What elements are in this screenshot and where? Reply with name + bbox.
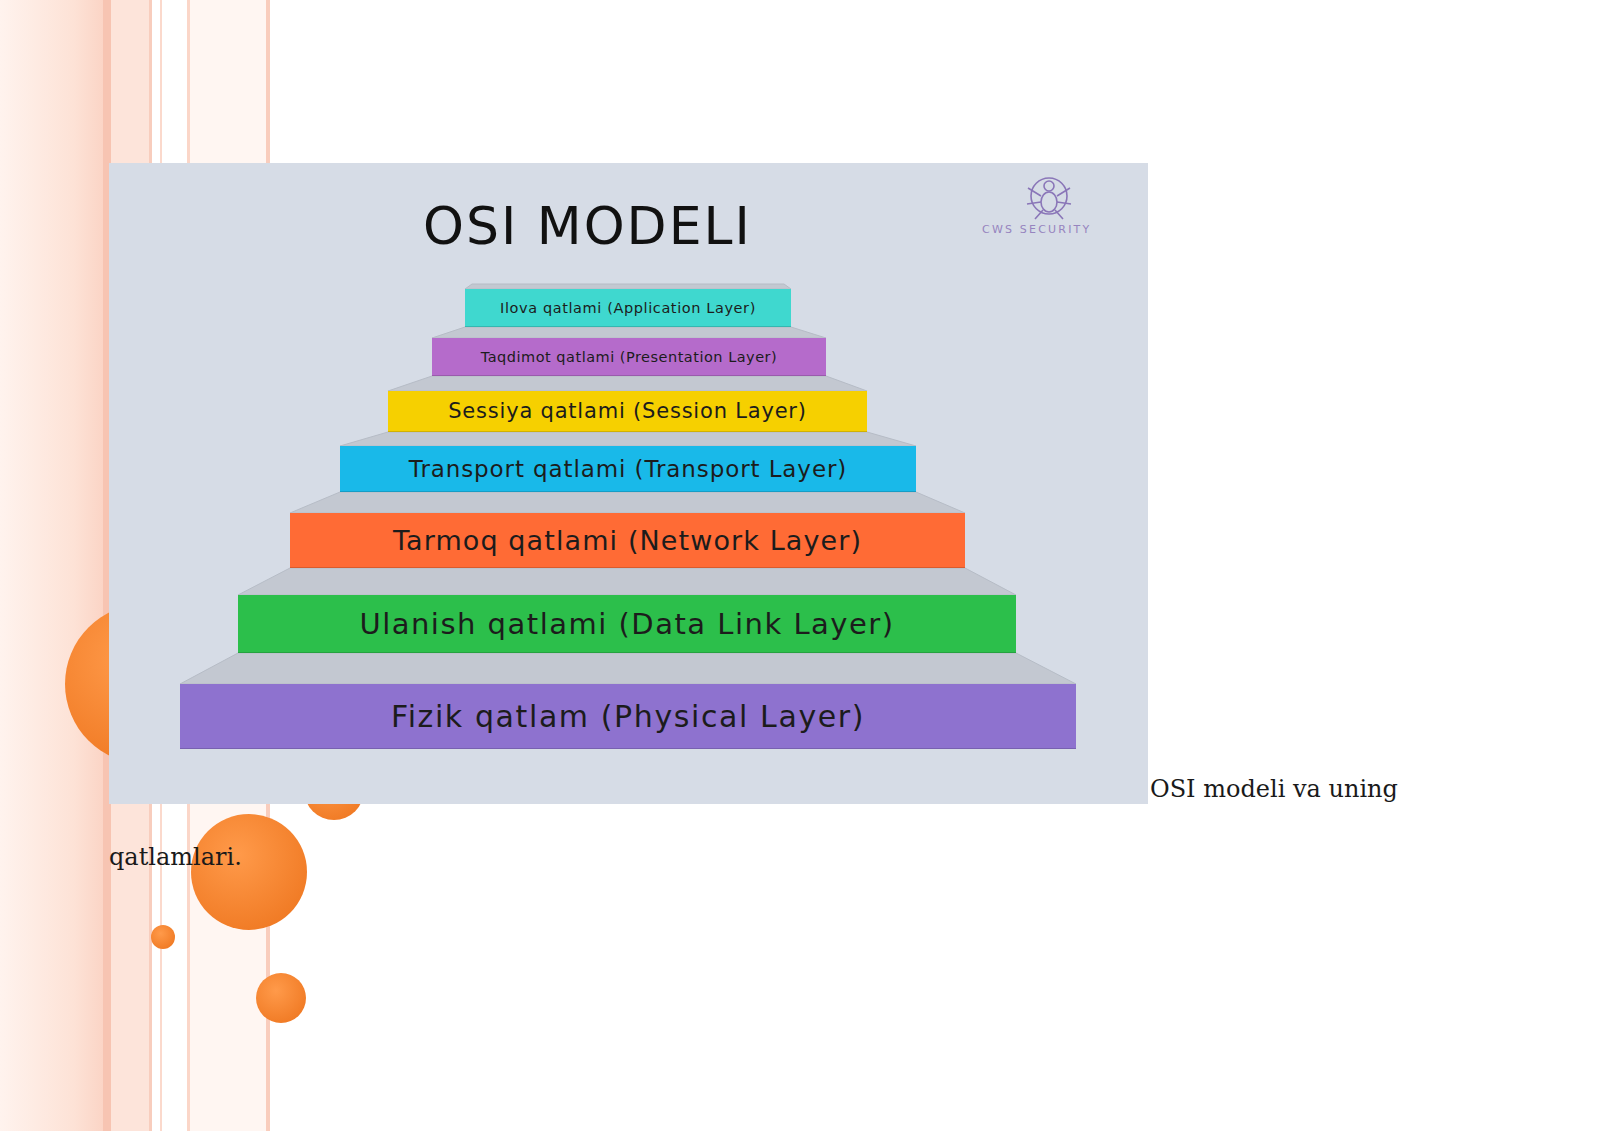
layer-name: Transport qatlami (Transport Layer) <box>409 456 847 482</box>
layer-name: Ulanish qatlami (Data Link Layer) <box>359 607 894 641</box>
osi-layer-step: Ulanish qatlami (Data Link Layer) <box>238 595 1016 653</box>
osi-layer-step: Fizik qatlam (Physical Layer) <box>180 684 1076 749</box>
layer-name: Fizik qatlam (Physical Layer) <box>391 699 865 734</box>
logo-head <box>1044 181 1054 191</box>
stair-bevel <box>340 432 916 446</box>
diagram-title: OSI MODELI <box>423 196 752 256</box>
orange-circle <box>151 925 175 949</box>
stair-bevel <box>432 327 826 338</box>
logo-legs <box>1027 188 1071 219</box>
logo-icon <box>1027 178 1071 219</box>
orange-circle <box>256 973 306 1023</box>
osi-layer-step: Transport qatlami (Transport Layer) <box>340 446 916 492</box>
osi-layer-step: Taqdimot qatlami (Presentation Layer) <box>432 338 826 376</box>
layer-name: Ilova qatlami (Application Layer) <box>500 300 756 316</box>
orange-circle <box>191 814 307 930</box>
logo-ring <box>1031 178 1067 214</box>
logo-text: CWS SECURITY <box>982 223 1091 236</box>
figure-caption: OSI modeli va uning qatlamlari. <box>109 755 1419 891</box>
stair-bevel <box>180 653 1076 684</box>
illustration-background <box>109 163 1148 804</box>
logo-body <box>1041 192 1057 212</box>
side-band <box>0 0 106 1131</box>
stair-bevel <box>238 568 1016 595</box>
layer-name: Sessiya qatlami (Session Layer) <box>448 399 807 423</box>
osi-layer-step: Tarmoq qatlami (Network Layer) <box>290 513 965 568</box>
stair-bevel <box>388 376 867 391</box>
osi-layer-step: Sessiya qatlami (Session Layer) <box>388 391 867 432</box>
osi-layer-step: Ilova qatlami (Application Layer) <box>465 289 791 327</box>
stair-bevel <box>290 492 965 513</box>
layer-name: Tarmoq qatlami (Network Layer) <box>393 525 862 556</box>
stair-bevels <box>180 284 1076 684</box>
layer-name: Taqdimot qatlami (Presentation Layer) <box>481 349 777 365</box>
